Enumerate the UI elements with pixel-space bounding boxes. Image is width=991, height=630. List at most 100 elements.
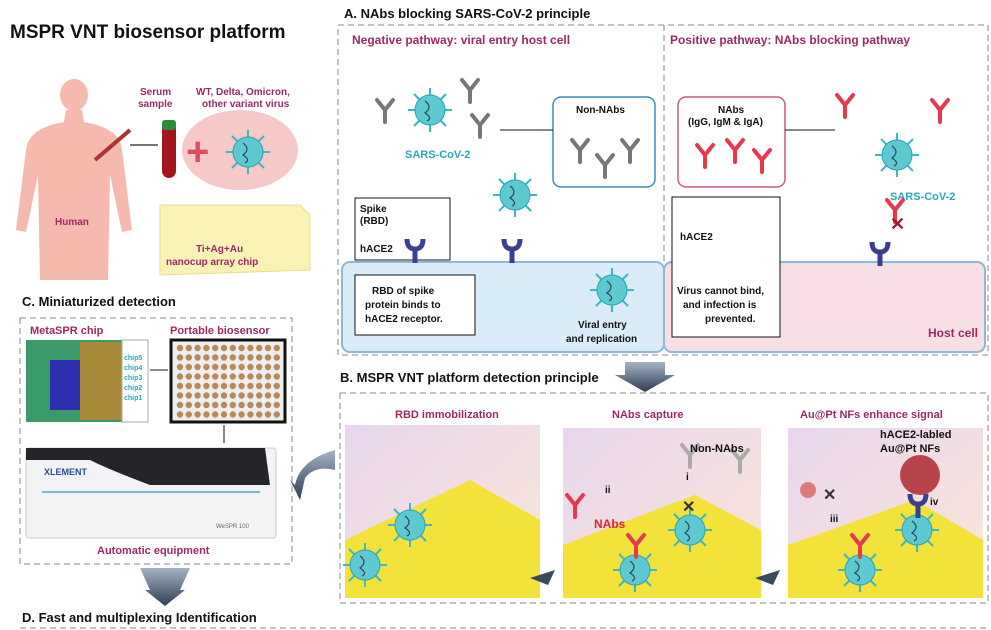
plate-well [247,344,254,352]
plate-well [220,401,228,409]
entry-label-1: Viral entry [578,320,627,331]
step-au-pt-signal: Au@Pt NFs enhance signal hACE2-labled Au… [788,409,983,598]
plate-well [203,392,210,399]
plate-well [247,411,254,418]
svg-text:i: i [686,472,689,483]
virus-label-right: SARS-CoV-2 [890,191,955,203]
plate-well [247,354,254,361]
plate-well [220,363,228,371]
plate-well [220,344,228,352]
panel-a: A. NAbs blocking SARS-CoV-2 principle Ne… [337,6,989,356]
svg-text:iv: iv [930,497,939,508]
negative-heading: Negative pathway: viral entry host cell [352,33,570,47]
intro-section: Human + Serum sample WT, Delta, Omicron,… [16,79,311,280]
svg-text:hACE2-labled: hACE2-labled [880,429,952,441]
plate-well [203,373,210,380]
plate-well [220,354,228,361]
svg-text:chip5: chip5 [124,355,142,362]
panel-c-title: C. Miniaturized detection [22,294,176,309]
spike-label-1: Spike [360,204,387,215]
plate-well [194,401,201,409]
plate-well [256,411,263,418]
plate-well [194,392,201,399]
portable-label: Portable biosensor [170,325,270,337]
panel-a-title: A. NAbs blocking SARS-CoV-2 principle [344,6,590,21]
blocked-note-2: and infection is [683,300,757,311]
plate-well [273,411,280,418]
plate-well [247,363,254,371]
plate-well [264,354,272,361]
plate-well [185,363,192,371]
plate-well [273,392,280,399]
plate-well [176,401,184,409]
plate-well [273,373,280,380]
chip-label-2: nanocup array chip [166,257,258,268]
plate-well [238,411,245,418]
human-silhouette [16,79,132,280]
plate-well [176,363,184,371]
plate-well [247,373,254,380]
virus-icon [225,129,271,175]
plate-well [194,382,201,390]
arrow-a-to-b [615,362,675,392]
svg-text:chip2: chip2 [124,385,142,392]
svg-text:chip1: chip1 [124,395,142,402]
nanocup-chip-icon [159,204,311,276]
main-title: MSPR VNT biosensor platform [10,22,286,43]
plate-well [185,392,192,399]
plate-well [203,354,210,361]
nabs-label-2: (IgG, IgM & IgA) [688,117,763,128]
svg-text:NAbs: NAbs [594,517,626,531]
entry-label-2: and replication [566,334,637,345]
plate-well [212,344,219,352]
arrow-b-to-c [290,450,335,500]
svg-text:iii: iii [830,514,839,525]
blocked-x-icon: ✕ [682,499,695,516]
plate-well [264,392,272,399]
plate-well [238,363,245,371]
plate-well [238,382,245,390]
blood-tube-icon [162,122,176,178]
plate-well [264,411,272,418]
plate-well [220,382,228,390]
plate-well [256,382,263,390]
plate-well [212,411,219,418]
arrow-step-2-3 [755,570,780,585]
plate-well [247,401,254,409]
plate-well [203,401,210,409]
plate-well [229,392,236,399]
plate-well [264,363,272,371]
plate-well [273,401,280,409]
plate-well [256,354,263,361]
plate-well [229,373,236,380]
plate-well [176,392,184,399]
plate-well [229,344,236,352]
plate-well [194,344,201,352]
metaspr-label: MetaSPR chip [30,325,104,337]
non-nabs-box [552,96,656,188]
panel-b-title: B. MSPR VNT platform detection principle [340,370,599,385]
arrow-step-1-2 [530,570,555,585]
blocked-note-1: Virus cannot bind, [677,286,764,297]
rbd-note-3: hACE2 receptor. [365,314,443,325]
svg-text:Non-NAbs: Non-NAbs [690,443,744,455]
plate-well [220,392,228,399]
plate-well [273,354,280,361]
svg-text:ii: ii [605,485,611,496]
rbd-note-1: RBD of spike [372,286,435,297]
hace2-label-left: hACE2 [360,244,393,255]
plate-well [238,373,245,380]
blocked-note-3: prevented. [705,314,756,325]
brand-logo: XLEMENT [44,467,88,477]
plate-well [256,392,263,399]
plate-well [220,411,228,418]
plate-well [212,382,219,390]
plate-well [273,344,280,352]
plate-well [238,344,245,352]
plate-well [185,401,192,409]
nabs-label-1: NAbs [718,105,745,116]
syringe-icon [93,128,132,162]
plate-well [256,401,263,409]
plate-well [238,401,245,409]
